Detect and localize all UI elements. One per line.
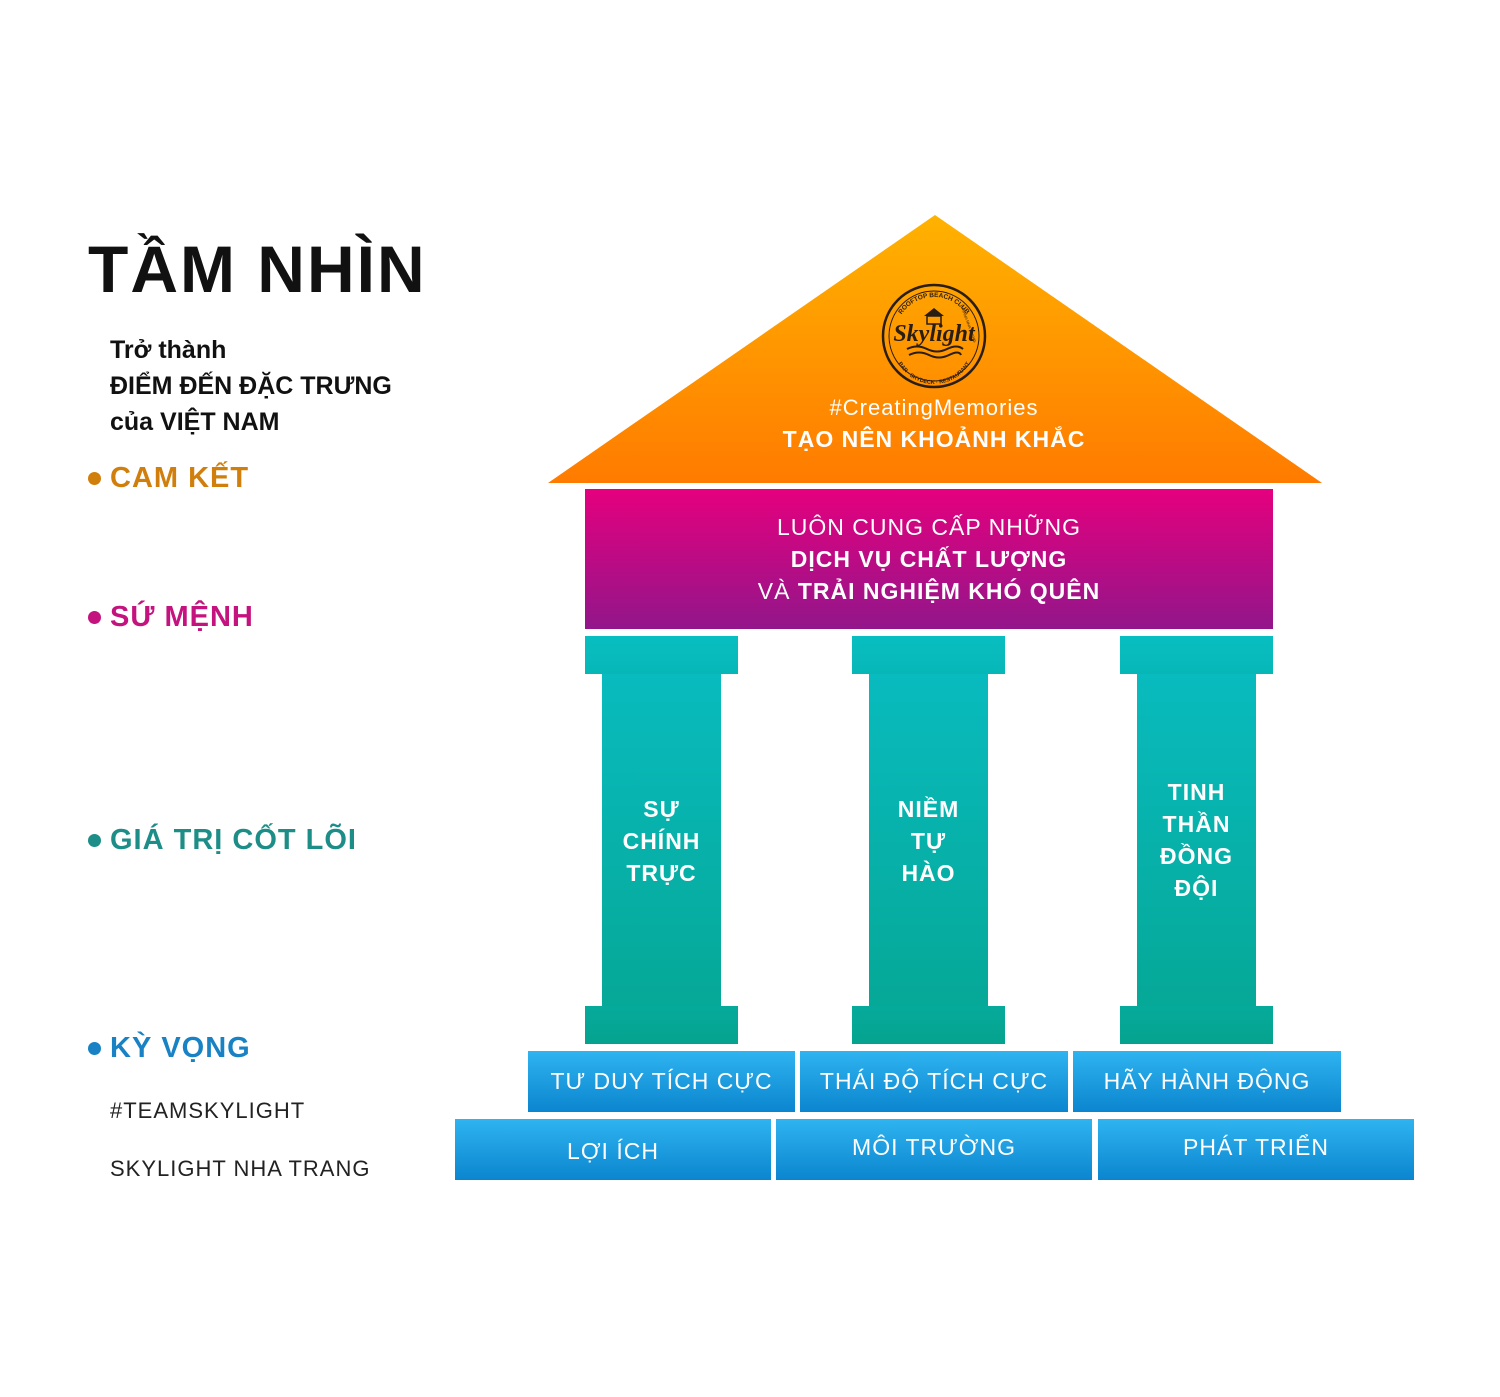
step-benefits: LỢI ÍCH xyxy=(455,1119,771,1180)
pillar-line: TỰ xyxy=(910,828,947,854)
pillar-line: SỰ xyxy=(643,796,680,822)
roof-hashtag: #CreatingMemories xyxy=(829,395,1039,420)
pillar-line: THẦN xyxy=(1162,811,1231,837)
svg-text:Skylight: Skylight xyxy=(893,321,976,347)
mission-beam: LUÔN CUNG CẤP NHỮNG DỊCH VỤ CHẤT LƯỢNG V… xyxy=(585,489,1273,629)
pillar-shaft xyxy=(1137,674,1256,1006)
pillar-line: ĐỘI xyxy=(1174,875,1219,901)
vision-statement: Trở thành ĐIỂM ĐẾN ĐẶC TRƯNG của VIỆT NA… xyxy=(110,332,392,440)
hashtag-team: #TEAMSKYLIGHT xyxy=(110,1098,306,1123)
mission-bold: TRẢI NGHIỆM KHÓ QUÊN xyxy=(797,578,1101,604)
label-text: KỲ VỌNG xyxy=(110,1032,251,1064)
pillar-capital xyxy=(1120,636,1273,674)
pillar-integrity: SỰ CHÍNH TRỰC xyxy=(585,636,738,1044)
pillar-text: NIỀM TỰ HÀO xyxy=(852,793,1005,889)
pillar-base xyxy=(1120,1006,1273,1044)
svg-text:BAR · SKYDECK · RESTAURANT: BAR · SKYDECK · RESTAURANT xyxy=(897,361,972,386)
pillar-capital xyxy=(852,636,1005,674)
pillar-text: SỰ CHÍNH TRỰC xyxy=(585,793,738,889)
roof-triangle xyxy=(548,215,1322,483)
pillar-pride: NIỀM TỰ HÀO xyxy=(852,636,1005,1044)
pillar-base xyxy=(852,1006,1005,1044)
mission-bold: DỊCH VỤ CHẤT LƯỢNG xyxy=(790,546,1068,572)
pillar-text: TINH THẦN ĐỒNG ĐỘI xyxy=(1120,776,1273,904)
pillar-capital xyxy=(585,636,738,674)
bullet-dot xyxy=(88,1042,101,1055)
pillar-line: ĐỒNG xyxy=(1160,843,1233,869)
step-positive-attitude: THÁI ĐỘ TÍCH CỰC xyxy=(800,1051,1068,1112)
mission-line: VÀ TRẢI NGHIỆM KHÓ QUÊN xyxy=(585,575,1273,607)
label-mission: SỨ MỆNH xyxy=(88,601,254,634)
mission-line: DỊCH VỤ CHẤT LƯỢNG xyxy=(585,543,1273,575)
step-take-action: HÃY HÀNH ĐỘNG xyxy=(1073,1051,1341,1112)
label-text: SỨ MỆNH xyxy=(110,601,254,633)
pillar-line: HÀO xyxy=(901,860,956,886)
vision-title: TẦM NHÌN xyxy=(88,232,427,306)
step-development: PHÁT TRIỂN xyxy=(1098,1119,1414,1180)
label-commitment: CAM KẾT xyxy=(88,462,249,495)
bullet-dot xyxy=(88,834,101,847)
pillar-shaft xyxy=(869,674,988,1006)
label-expectations: KỲ VỌNG xyxy=(88,1032,251,1065)
label-core-values: GIÁ TRỊ CỐT LÕI xyxy=(88,824,357,857)
pillar-teamwork: TINH THẦN ĐỒNG ĐỘI xyxy=(1120,636,1273,1044)
pillar-line: TRỰC xyxy=(626,860,697,886)
step-positive-mindset: TƯ DUY TÍCH CỰC xyxy=(528,1051,795,1112)
vision-line: ĐIỂM ĐẾN ĐẶC TRƯNG xyxy=(110,372,392,400)
label-text: GIÁ TRỊ CỐT LÕI xyxy=(110,824,357,856)
pillar-line: NIỀM xyxy=(897,796,960,822)
pillar-line: TINH xyxy=(1167,779,1226,805)
pillar-shaft xyxy=(602,674,721,1006)
roof-slogan: TẠO NÊN KHOẢNH KHẮC xyxy=(782,426,1086,452)
mission-line: LUÔN CUNG CẤP NHỮNG xyxy=(776,514,1082,540)
mission-prefix: VÀ xyxy=(757,578,791,604)
step-environment: MÔI TRƯỜNG xyxy=(776,1119,1092,1180)
vision-line: Trở thành xyxy=(110,336,227,364)
brand-name: SKYLIGHT NHA TRANG xyxy=(110,1156,371,1181)
bullet-dot xyxy=(88,611,101,624)
label-text: CAM KẾT xyxy=(110,462,250,494)
vision-line: của VIỆT NAM xyxy=(110,408,280,436)
pillar-line: CHÍNH xyxy=(622,828,701,854)
pillar-base xyxy=(585,1006,738,1044)
skylight-logo: ROOFTOP BEACH CLUB BAR · SKYDECK · RESTA… xyxy=(881,283,987,389)
bullet-dot xyxy=(88,472,101,485)
